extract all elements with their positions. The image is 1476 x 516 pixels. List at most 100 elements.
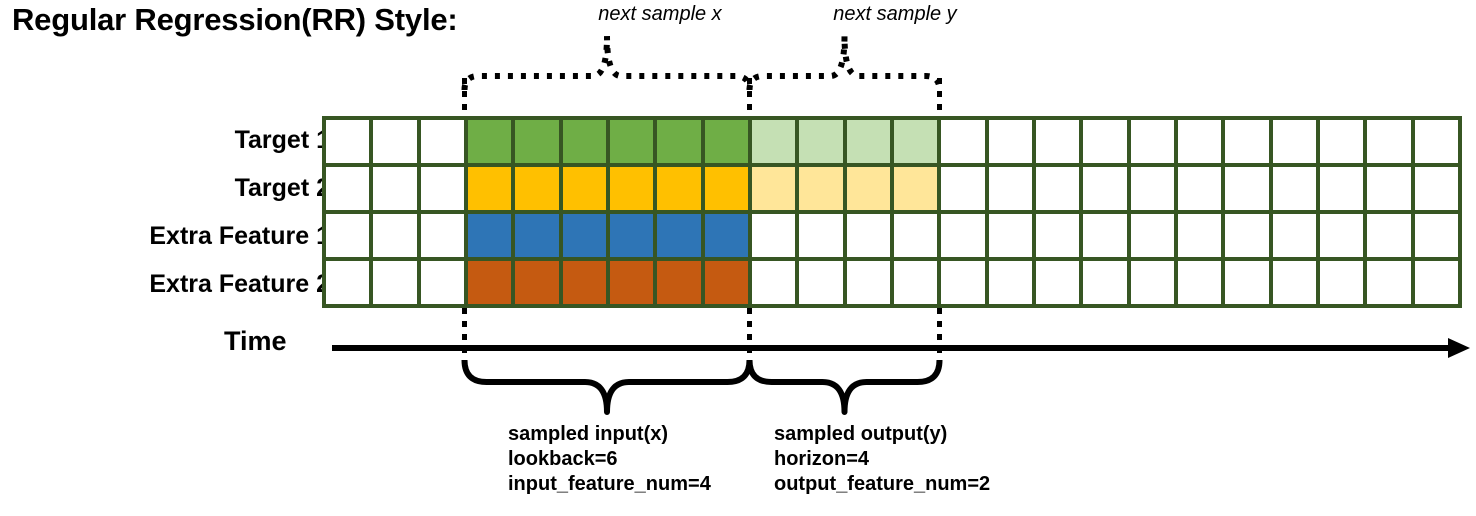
- sampled-input-feature-num: input_feature_num=4: [508, 473, 711, 495]
- grid-cell-extra-feature-2-7: [657, 261, 701, 304]
- grid-cell-extra-feature-2-2: [420, 261, 464, 304]
- grid-cell-extra-feature-2-12: [893, 261, 938, 304]
- grid-cell-target-1-2: [420, 120, 464, 163]
- grid-cell-extra-feature-2-6: [609, 261, 654, 304]
- grid-cell-extra-feature-1-21: [1319, 214, 1364, 257]
- grid-cell-extra-feature-1-3: [467, 214, 512, 257]
- grid-cell-target-2-2: [420, 167, 464, 210]
- grid-cell-target-1-14: [988, 120, 1032, 163]
- grid-cell-extra-feature-1-8: [704, 214, 748, 257]
- row-label-extra-feature-1: Extra Feature 1: [149, 221, 330, 250]
- grid-cell-extra-feature-2-1: [373, 261, 417, 304]
- grid-cell-target-1-4: [515, 120, 559, 163]
- grid-cell-target-2-6: [609, 167, 654, 210]
- row-label-target-1: Target 1: [234, 125, 330, 154]
- sampled-input-lookback: lookback=6: [508, 448, 618, 470]
- grid-cell-target-2-15: [1035, 167, 1080, 210]
- grid-cell-target-2-16: [1083, 167, 1127, 210]
- grid-cell-target-2-4: [515, 167, 559, 210]
- grid-cell-target-1-5: [562, 120, 606, 163]
- grid-cell-extra-feature-1-1: [373, 214, 417, 257]
- grid-cell-extra-feature-1-10: [799, 214, 843, 257]
- grid-cell-extra-feature-1-19: [1225, 214, 1269, 257]
- grid-cell-extra-feature-2-17: [1130, 261, 1174, 304]
- grid-cell-extra-feature-1-11: [846, 214, 890, 257]
- grid-cell-target-1-22: [1367, 120, 1411, 163]
- grid-cell-target-1-17: [1130, 120, 1174, 163]
- grid-cell-target-1-16: [1083, 120, 1127, 163]
- grid-cell-extra-feature-1-12: [893, 214, 938, 257]
- grid-cell-target-1-13: [941, 120, 985, 163]
- grid-cell-extra-feature-2-20: [1272, 261, 1316, 304]
- grid-cell-target-2-19: [1225, 167, 1269, 210]
- grid-cell-target-1-7: [657, 120, 701, 163]
- grid-cell-extra-feature-2-4: [515, 261, 559, 304]
- grid-cell-extra-feature-2-14: [988, 261, 1032, 304]
- grid-cell-extra-feature-1-17: [1130, 214, 1174, 257]
- grid-cell-extra-feature-2-3: [467, 261, 512, 304]
- grid-cell-target-1-10: [799, 120, 843, 163]
- grid-cell-extra-feature-2-21: [1319, 261, 1364, 304]
- grid-cell-target-1-21: [1319, 120, 1364, 163]
- grid-cell-target-2-1: [373, 167, 417, 210]
- grid-cell-extra-feature-2-18: [1177, 261, 1222, 304]
- grid-cell-target-2-17: [1130, 167, 1174, 210]
- grid-cell-extra-feature-2-0: [326, 261, 370, 304]
- grid-cell-target-1-19: [1225, 120, 1269, 163]
- grid-cell-target-2-10: [799, 167, 843, 210]
- timeline-grid: [322, 116, 1462, 308]
- grid-cell-extra-feature-1-0: [326, 214, 370, 257]
- grid-cell-extra-feature-2-16: [1083, 261, 1127, 304]
- grid-cell-extra-feature-2-23: [1414, 261, 1458, 304]
- grid-cell-target-2-14: [988, 167, 1032, 210]
- grid-cell-extra-feature-1-9: [751, 214, 796, 257]
- sampled-output-title: sampled output(y): [774, 423, 948, 445]
- grid-cell-extra-feature-1-13: [941, 214, 985, 257]
- grid-cell-extra-feature-1-18: [1177, 214, 1222, 257]
- sampled-output-caption: sampled output(y) horizon=4 output_featu…: [774, 422, 990, 497]
- grid-cell-target-1-18: [1177, 120, 1222, 163]
- grid-cell-target-1-8: [704, 120, 748, 163]
- grid-cell-extra-feature-1-5: [562, 214, 606, 257]
- grid-cell-extra-feature-2-5: [562, 261, 606, 304]
- grid-cell-target-2-11: [846, 167, 890, 210]
- grid-cell-target-2-20: [1272, 167, 1316, 210]
- grid-cell-target-2-18: [1177, 167, 1222, 210]
- time-axis-label: Time: [224, 326, 287, 356]
- grid-cell-extra-feature-1-6: [609, 214, 654, 257]
- row-label-target-2: Target 2: [234, 173, 330, 202]
- grid-cell-extra-feature-1-22: [1367, 214, 1411, 257]
- grid-cell-extra-feature-1-2: [420, 214, 464, 257]
- grid-cell-target-1-3: [467, 120, 512, 163]
- grid-cell-extra-feature-2-19: [1225, 261, 1269, 304]
- grid-cell-target-2-22: [1367, 167, 1411, 210]
- grid-cell-target-2-5: [562, 167, 606, 210]
- grid-cell-extra-feature-2-10: [799, 261, 843, 304]
- grid-cell-extra-feature-2-9: [751, 261, 796, 304]
- grid-cell-extra-feature-1-20: [1272, 214, 1316, 257]
- grid-cell-target-2-8: [704, 167, 748, 210]
- grid-cell-target-1-11: [846, 120, 890, 163]
- grid-cell-extra-feature-1-4: [515, 214, 559, 257]
- grid-cell-extra-feature-1-7: [657, 214, 701, 257]
- grid-cell-target-2-12: [893, 167, 938, 210]
- row-label-extra-feature-2: Extra Feature 2: [149, 269, 330, 298]
- grid-cell-extra-feature-1-23: [1414, 214, 1458, 257]
- sampled-input-title: sampled input(x): [508, 423, 669, 445]
- next-sample-y-label: next sample y: [833, 3, 957, 25]
- grid-cell-extra-feature-2-11: [846, 261, 890, 304]
- grid-cell-target-1-0: [326, 120, 370, 163]
- grid-cell-extra-feature-2-22: [1367, 261, 1411, 304]
- grid-cell-target-2-9: [751, 167, 796, 210]
- grid-cell-extra-feature-1-15: [1035, 214, 1080, 257]
- grid-cell-extra-feature-1-16: [1083, 214, 1127, 257]
- sampled-output-feature-num: output_feature_num=2: [774, 473, 991, 495]
- grid-cell-target-2-3: [467, 167, 512, 210]
- grid-cell-target-2-21: [1319, 167, 1364, 210]
- grid-cell-target-1-1: [373, 120, 417, 163]
- grid-cell-target-1-12: [893, 120, 938, 163]
- grid-cell-target-2-7: [657, 167, 701, 210]
- grid-cell-target-1-23: [1414, 120, 1458, 163]
- grid-cell-target-1-6: [609, 120, 654, 163]
